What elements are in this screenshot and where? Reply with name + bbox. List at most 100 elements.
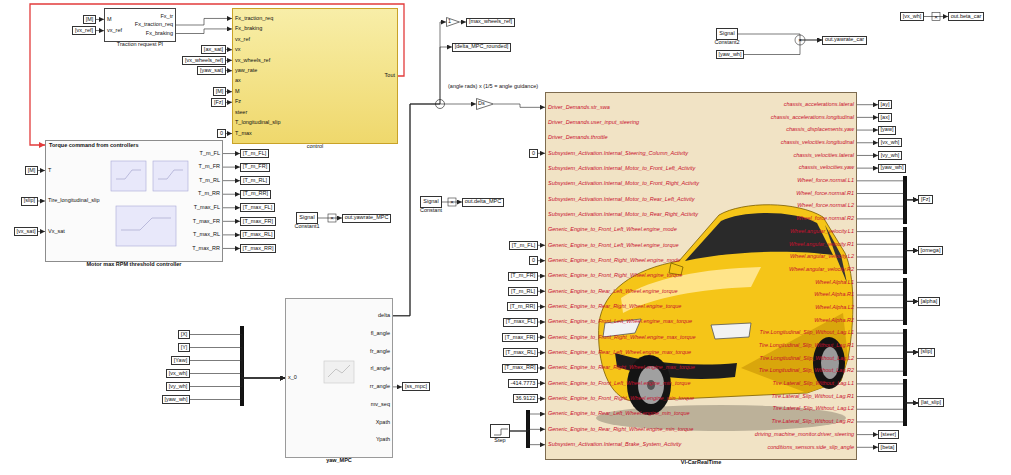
- goto-tag: [T_max_RR]: [240, 244, 276, 253]
- signal-wire: [857, 251, 918, 270]
- goto-tag: [ay]: [878, 100, 892, 109]
- goto-tag: [Fz]: [211, 98, 226, 107]
- signal-wire: [538, 291, 545, 292]
- signal-wire: [857, 447, 878, 448]
- product-sign: ×: [330, 215, 334, 221]
- port-label: Wheel.angular_velocity.L1: [790, 229, 854, 235]
- tag-label: [Y]: [181, 345, 188, 351]
- port-label: T_max_RR: [192, 246, 220, 252]
- tag-label: [vx_wh]: [169, 371, 188, 377]
- tag-label: [slip]: [24, 198, 35, 204]
- tag-label: 0: [532, 258, 535, 264]
- signal-wire: [857, 117, 878, 118]
- port-label: Tire.Longitudinal_Slip_Without_Lag.L1: [760, 330, 854, 336]
- tag-label: [ax]: [881, 115, 890, 121]
- signal-wire: [223, 221, 240, 222]
- port-label: Wheel.angular_velocity.R1: [789, 242, 854, 248]
- goto-tag: 36.9122: [513, 394, 538, 403]
- port-label: Fx_tr: [160, 14, 173, 20]
- gain-triangle-outline: [447, 18, 460, 27]
- signal-wire: [393, 104, 476, 316]
- product-sign: ×: [934, 14, 938, 20]
- tag-label: [T_m_FL]: [243, 151, 267, 157]
- port-label: Wheel_force.normal.L2: [797, 203, 854, 209]
- port-label: Subsystem_Activation.Internal_Motor_to_R…: [548, 212, 698, 218]
- port-label: vx_ref: [235, 37, 250, 43]
- goto-tag: [Fz]: [918, 195, 933, 204]
- port-label: Subsystem_Activation.Internal_Motor_to_F…: [548, 181, 699, 187]
- block-caption: yaw_MPC: [326, 458, 352, 464]
- goto-tag: [T_max_FR]: [240, 217, 276, 226]
- tag-label: out.yawrate_MPC: [345, 215, 389, 221]
- tag-label: [M]: [28, 168, 36, 174]
- port-label: Subsystem_Activation.Internal_Motor_to_R…: [548, 197, 694, 203]
- goto-tag: [T_m_RR]: [507, 302, 538, 311]
- port-label: Tire.Lateral_Slip_Without_Lag.L1: [772, 381, 854, 387]
- car-part: [821, 347, 839, 379]
- port-label: Fx_traction_req: [235, 16, 273, 22]
- port-label: chassis_accelerations.longitudinal: [771, 115, 854, 121]
- port-label: fr_angle: [370, 349, 390, 355]
- port-label: Tire.Longitudinal_Slip_Without_Lag.R2: [759, 368, 854, 374]
- goto-tag: [max_wheels_ref]: [466, 18, 515, 27]
- step-block: Step: [490, 424, 510, 438]
- port-label: rr_angle: [370, 384, 390, 390]
- tag-label: [T_m_RL]: [243, 178, 267, 184]
- port-label: chassis_velocities.longitudinal: [781, 140, 854, 146]
- tag-label: [T_m_FR]: [511, 273, 535, 279]
- port-label: Wheel.Alpha.R1: [814, 292, 854, 298]
- goto-tag: [ax]: [878, 113, 892, 122]
- goto-tag: [M]: [83, 15, 96, 24]
- goto-tag: [delta_MPC_rounded]: [452, 43, 511, 52]
- goto-tag: [T_m_FR]: [508, 272, 538, 281]
- tag-label: Signal: [299, 215, 314, 221]
- port-label: Generic_Engine_to_Rear_Left_Wheel.engine…: [548, 350, 691, 356]
- port-label: vx_wheels_ref: [235, 58, 270, 64]
- signal-wire: [857, 155, 878, 156]
- signal-wire: [857, 352, 918, 358]
- port-label: Tire.Lateral_Slip_Without_Lag.L2: [772, 406, 854, 412]
- goto-tag: [Yaw]: [171, 356, 190, 365]
- tag-label: [max_wheels_ref]: [469, 19, 512, 25]
- goto-tag: [T_max_RR]: [502, 364, 538, 373]
- annotation: (angle rads) x (1/5 = angle guidance): [448, 84, 538, 90]
- signal-wire: [223, 153, 240, 154]
- block-caption: Constant1: [294, 224, 319, 230]
- signal-wire: [96, 30, 104, 31]
- port-label: Tout: [385, 73, 395, 79]
- signal-wire: [176, 29, 232, 34]
- goto-tag: [vx_sat]: [14, 227, 38, 236]
- tag-label: [T_m_RR]: [243, 191, 268, 197]
- tag-label: out.beta_car: [951, 14, 982, 20]
- port-label: Generic_Engine_to_Rear_Right_Wheel.engin…: [548, 304, 681, 310]
- subsystem-block: yaw_MPCx_0deltafl_anglefr_anglerl_angler…: [285, 298, 393, 458]
- mpc-icon-curve: [328, 365, 350, 377]
- port-label: Generic_Engine_to_Front_Left_Wheel.engin…: [548, 227, 677, 233]
- goto-tag: [T_m_FL]: [509, 241, 538, 250]
- port-label: Wheel.Alpha.L1: [815, 280, 854, 286]
- tag-label: out.delta_MPC: [465, 199, 501, 205]
- tag-label: [T_max_FL]: [243, 205, 272, 211]
- tag-label: out.yawrate_car: [825, 37, 864, 43]
- tag-label: [T_m_FR]: [243, 164, 267, 170]
- port-label: Tire.Longitudinal_Slip_Without_Lag.R1: [759, 343, 854, 349]
- port-label: Generic_Engine_to_Rear_Left_Wheel.engine…: [548, 289, 678, 295]
- goto-tag: [Y]: [178, 343, 190, 352]
- tag-label: [T_max_RL]: [243, 232, 273, 238]
- tag-label: 36.9122: [516, 396, 536, 402]
- signal-wire: [857, 352, 918, 371]
- signal-wire: [393, 47, 452, 316]
- signal-wire: [190, 335, 285, 379]
- inner-block-icon: [121, 218, 171, 230]
- port-label: Subsystem_Activation.Internal_Motor_to_F…: [548, 166, 695, 172]
- port-label: Generic_Engine_to_Rear_Right_Wheel.engin…: [548, 427, 693, 433]
- tag-label: [yaw_sat]: [200, 68, 223, 74]
- goto-tag: out.beta_car: [948, 12, 984, 21]
- port-label: fl_angle: [371, 331, 390, 337]
- goto-tag: [vx_wh]: [166, 369, 190, 378]
- signal-wire: [510, 414, 545, 431]
- goto-tag: [vy_wh]: [166, 382, 190, 391]
- port-label: Driver_Demands.user_input_steering: [548, 120, 639, 126]
- port-label: Driver_Demands.throttle: [548, 135, 608, 141]
